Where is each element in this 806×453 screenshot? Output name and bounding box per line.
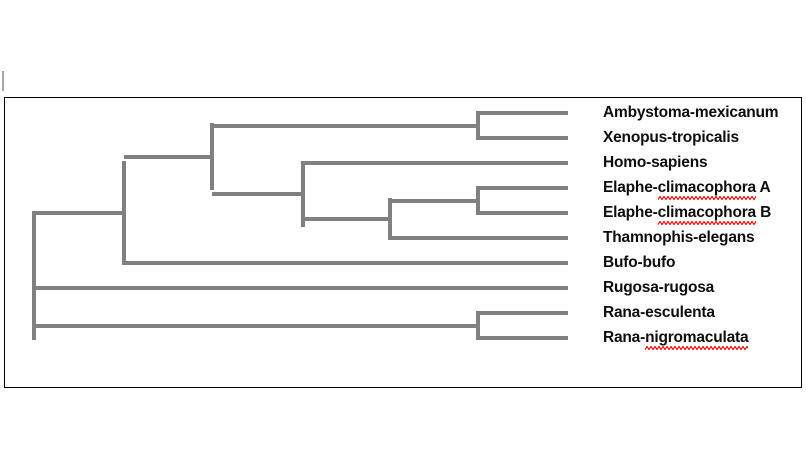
branch-to-tip-rana-esculenta xyxy=(478,311,568,315)
branch-to-node-node-rana xyxy=(34,323,478,328)
figure-border xyxy=(4,97,802,388)
branch-to-tip-rugosa-rugosa xyxy=(34,286,568,290)
spellcheck-squiggle-elaphe-climacophora-b xyxy=(657,221,756,225)
branch-vertical-node-amniota xyxy=(301,161,305,227)
taxon-label-homo-sapiens: Homo-sapiens xyxy=(603,154,708,171)
branch-to-node-node-snakes xyxy=(303,217,390,221)
branch-to-node-node-amniote-amphib xyxy=(124,154,212,159)
spellcheck-squiggle-elaphe-climacophora-a xyxy=(657,196,756,200)
branch-vertical-node-snakes xyxy=(388,198,392,240)
branch-vertical-node-tetrapods xyxy=(122,161,126,265)
branch-to-tip-bufo-bufo xyxy=(124,261,568,265)
branch-to-node-node-ambyxen xyxy=(212,123,478,128)
taxon-label-elaphe-climacophora-a: Elaphe-climacophora A xyxy=(603,179,771,196)
branch-vertical-node-amniote-amphib xyxy=(210,123,214,190)
branch-to-tip-homo-sapiens xyxy=(303,161,568,165)
branch-vertical-node-elaphe xyxy=(476,186,480,215)
branch-to-node-node-tetrapods xyxy=(34,211,124,215)
taxon-label-rugosa-rugosa: Rugosa-rugosa xyxy=(603,279,715,296)
taxon-label-xenopus-tropicalis: Xenopus-tropicalis xyxy=(603,129,739,146)
taxon-label-bufo-bufo: Bufo-bufo xyxy=(603,254,676,271)
branch-to-node-node-elaphe xyxy=(390,198,478,203)
branch-vertical-node-rana xyxy=(476,311,480,340)
branch-to-node-node-amniota xyxy=(212,192,303,196)
taxon-label-elaphe-climacophora-b: Elaphe-climacophora B xyxy=(603,204,772,221)
taxon-label-thamnophis-elegans: Thamnophis-elegans xyxy=(603,229,755,246)
taxon-label-rana-nigromaculata: Rana-nigromaculata xyxy=(603,329,749,346)
branch-vertical-node-ambyxen xyxy=(476,111,480,140)
branch-to-tip-thamnophis-elegans xyxy=(390,236,568,240)
taxon-label-ambystoma-mexicanum: Ambystoma-mexicanum xyxy=(603,104,779,121)
spellcheck-squiggle-rana-nigromaculata xyxy=(645,346,749,350)
document-cursor-mark xyxy=(2,71,4,91)
branch-root-stem xyxy=(32,273,36,278)
branch-to-tip-rana-nigromaculata xyxy=(478,336,568,340)
branch-to-tip-elaphe-climacophora-a xyxy=(478,186,568,190)
branch-to-tip-xenopus-tropicalis xyxy=(478,136,568,140)
branch-to-tip-ambystoma-mexicanum xyxy=(478,111,568,115)
taxon-label-rana-esculenta: Rana-esculenta xyxy=(603,304,715,321)
branch-to-tip-elaphe-climacophora-b xyxy=(478,211,568,215)
